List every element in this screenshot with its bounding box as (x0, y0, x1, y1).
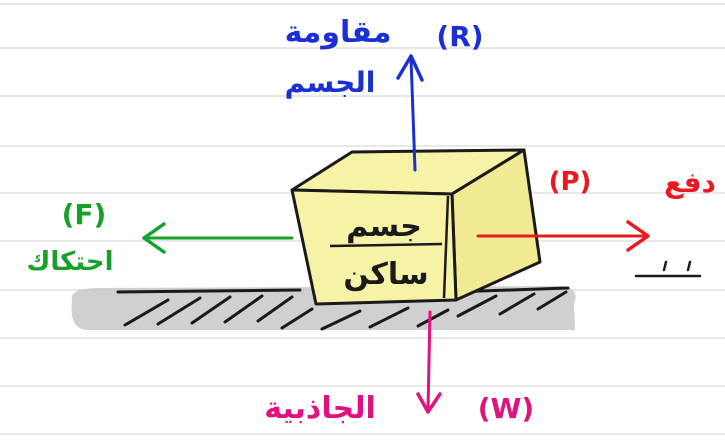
resting-body-box: جسم ساكن (290, 148, 542, 306)
push-force: (P) دفع (476, 166, 716, 252)
gravity-arrow-shaft (426, 310, 432, 412)
ground-hatching (123, 290, 568, 331)
box-label-line2: ساكن (343, 257, 428, 292)
push-label: دفع (664, 166, 716, 199)
gravity-label: الجاذبية (264, 391, 376, 426)
resistance-arrow-shaft (409, 56, 417, 172)
gravity-force: (W) الجاذبية (264, 310, 534, 426)
friction-arrowhead (142, 222, 166, 254)
gravity-arrowhead (416, 392, 442, 414)
push-symbol: (P) (549, 167, 592, 197)
friction-symbol: (F) (62, 198, 107, 231)
friction-label: احتكاك (27, 247, 114, 277)
friction-force: (F) احتكاك (27, 198, 294, 277)
resistance-label-line2: الجسم (285, 66, 376, 99)
resistance-symbol: (R) (436, 20, 483, 53)
side-dash-mark (634, 260, 702, 278)
push-arrowhead (626, 220, 650, 252)
box-label-divider (329, 242, 443, 248)
resistance-arrowhead (396, 54, 424, 82)
gravity-symbol: (W) (478, 392, 534, 425)
box-inner-edge (442, 195, 450, 299)
resistance-label-line1: مقاومة (285, 15, 392, 50)
box-front-face (290, 188, 458, 306)
resistance-force: (R) مقاومة الجسم (285, 15, 484, 172)
box-label-line1: جسم (346, 209, 422, 244)
